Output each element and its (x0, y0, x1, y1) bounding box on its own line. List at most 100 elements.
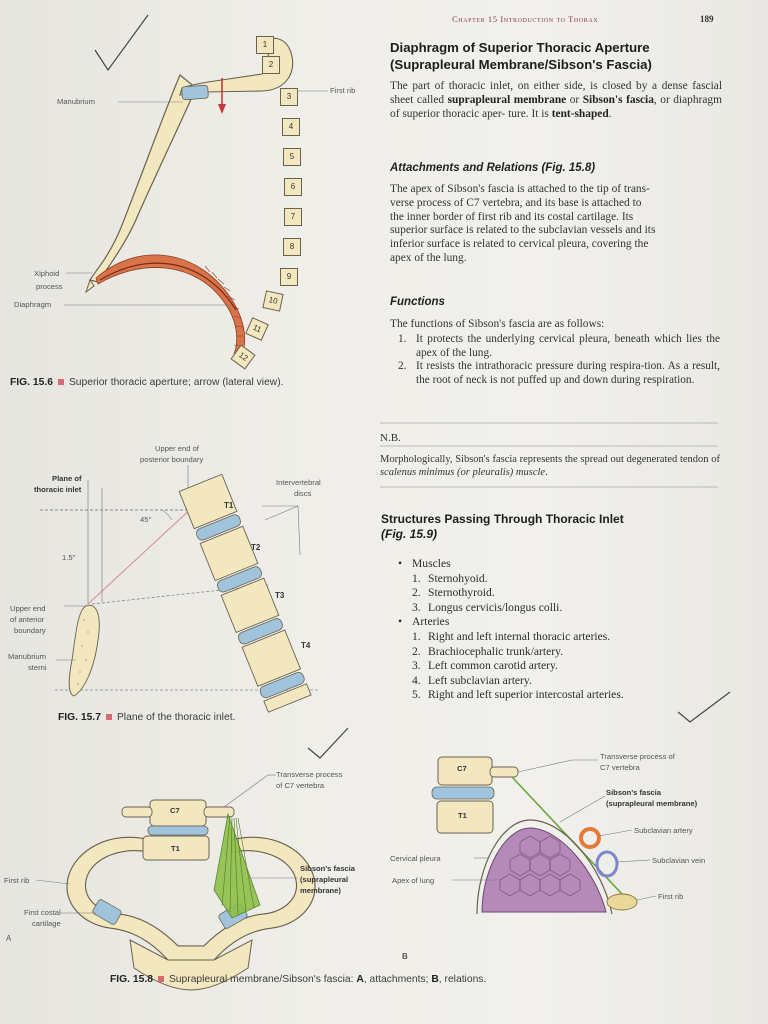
structures-heading: Structures Passing Through Thoracic Inle… (381, 512, 711, 542)
rib-number-box: 2 (262, 56, 280, 74)
function-item: 1. It protects the underlying cervical pl… (398, 333, 720, 360)
label-posterior-boundary: posterior boundary (140, 455, 204, 464)
caption-panel-b: B (431, 974, 439, 985)
label-first-costal: First costal (24, 908, 61, 917)
label-cervical-pleura: Cervical pleura (390, 854, 441, 863)
rib-number-box: 10 (262, 290, 284, 312)
label-sterni: sterni (28, 663, 47, 672)
structure-number: 4. (412, 673, 421, 687)
attachments-paragraph: The apex of Sibson's fascia is attached … (390, 183, 656, 264)
label-manubrium: Manubrium (57, 97, 95, 106)
nb-title: N.B. (380, 432, 401, 444)
nb-italic-muscle: scalenus minimus (or pleuralis) muscle (380, 467, 546, 478)
bullet-mark: • (398, 557, 403, 570)
label-subclavian-artery: Subclavian artery (634, 826, 693, 835)
label-first-rib-a: First rib (4, 876, 30, 885)
section-title: Diaphragm of Superior Thoracic Aperture … (390, 39, 720, 73)
label-suprapleural-a: (suprapleural (300, 875, 349, 884)
structure-item: 5.Right and left superior intercostal ar… (398, 688, 728, 703)
rib-number-box: 3 (280, 88, 298, 106)
structure-number: 5. (412, 688, 421, 702)
caption-panel-a: A (356, 974, 364, 985)
caption-number: FIG. 15.7 (58, 712, 101, 723)
vertebra-label: T2 (251, 543, 261, 552)
label-xiphoid: Xiphoid (34, 269, 60, 278)
label-boundary: boundary (14, 626, 46, 635)
vertebra-t1-label-b: T1 (458, 811, 467, 820)
structures-heading-line-1: Structures Passing Through Thoracic Inle… (381, 512, 624, 526)
fig-15-6-drawing (64, 37, 328, 359)
caption-panel-a-text: , attachments; (363, 974, 429, 985)
label-first-rib-b: First rib (658, 892, 684, 901)
label-cartilage: cartilage (32, 919, 61, 928)
vertebra-c7-label: C7 (170, 806, 180, 815)
term-suprapleural-membrane: suprapleural membrane (447, 93, 567, 106)
label-upper-end: Upper end of (155, 444, 199, 453)
label-angle: 45° (140, 515, 152, 524)
rib-number-box: 7 (284, 208, 302, 226)
caption-panel-b-text: , relations. (438, 974, 487, 985)
label-xiphoid-process: process (36, 282, 63, 291)
label-intervertebral: Intervertebral (276, 478, 321, 487)
rib-number-box: 5 (283, 148, 301, 166)
caption-text: Superior thoracic aperture; arrow (later… (68, 377, 284, 388)
structure-item: 3.Left common carotid artery. (398, 659, 728, 674)
structure-number: 2. (412, 644, 421, 658)
label-thoracic-inlet: thoracic inlet (34, 485, 82, 494)
structure-item: 3.Longus cervicis/longus colli. (398, 601, 728, 616)
structures-heading-line-2: (Fig. 15.9) (381, 527, 438, 541)
rib-number-box: 6 (284, 178, 302, 196)
label-plane-of: Plane of (52, 474, 82, 483)
structure-item: 2. Brachiocephalic trunk/artery. (398, 645, 728, 660)
caption-number: FIG. 15.8 (110, 974, 153, 985)
rib-number-box: 9 (280, 268, 298, 286)
vertebra-label: T1 (224, 501, 234, 510)
function-number: 1. (398, 333, 407, 345)
function-number: 2. (398, 360, 407, 373)
structure-text: Left common carotid artery. (428, 659, 558, 673)
structure-group: • Muscles (398, 557, 728, 572)
fig-15-7-caption: FIG. 15.7 Plane of the thoracic inlet. (58, 712, 235, 723)
bullet-mark: • (398, 615, 403, 629)
panel-letter-a: A (6, 934, 12, 943)
label-transverse-process-b: Transverse process of (600, 752, 675, 761)
label-of-anterior: of anterior (10, 615, 45, 624)
pen-tick-mark (94, 14, 149, 72)
structure-text: Left subclavian artery. (428, 673, 532, 687)
structure-item: 2.Sternothyroid. (398, 586, 728, 601)
functions-intro: The functions of Sibson's fascia are as … (390, 318, 605, 330)
function-text: It protects the underlying cervical pleu… (416, 333, 720, 359)
term-tent-shaped: tent-shaped (551, 107, 609, 120)
structure-group-label: Arteries (412, 615, 450, 629)
structure-text: Brachiocephalic trunk/artery. (428, 644, 564, 658)
running-header: Chapter 15 Introduction to Thorax (452, 14, 599, 24)
structure-text: Sternothyroid. (428, 586, 495, 600)
pen-tick-mark (307, 727, 349, 759)
caption-text: Suprapleural membrane/Sibson's fascia: (168, 974, 354, 985)
structure-item: 1. Sternohyoid. (398, 572, 728, 587)
label-upper-end-ant: Upper end (10, 604, 46, 613)
rib-number-box: 4 (282, 118, 300, 136)
term-sibsons-fascia: Sibson's fascia (582, 93, 654, 106)
vertebra-label: T3 (275, 591, 285, 600)
nb-text: Morphologically, Sibson's fascia represe… (380, 454, 720, 478)
structure-group: • Arteries (398, 615, 728, 630)
caption-text: Plane of the thoracic inlet. (116, 712, 236, 723)
panel-letter-b: B (402, 952, 408, 961)
rib-number-box: 8 (283, 238, 301, 256)
fig-15-8-caption: FIG. 15.8 Suprapleural membrane/Sibson's … (110, 974, 486, 985)
structure-text: Longus cervicis/longus colli. (428, 600, 563, 614)
functions-list: 1. It protects the underlying cervical pl… (398, 333, 720, 387)
label-sibsons-fascia-a: Sibson's fascia (300, 864, 355, 873)
structure-text: Sternohyoid. (428, 571, 488, 585)
label-subclavian-vein: Subclavian vein (652, 856, 706, 865)
section-title-line-1: Diaphragm of Superior Thoracic Aperture (390, 40, 650, 55)
label-distance: 1.5" (62, 553, 76, 562)
label-first-rib: First rib (330, 86, 356, 95)
fig-15-8b-drawing (431, 756, 657, 915)
structure-group-label: Muscles (412, 557, 451, 570)
structure-number: 1. (412, 571, 421, 585)
